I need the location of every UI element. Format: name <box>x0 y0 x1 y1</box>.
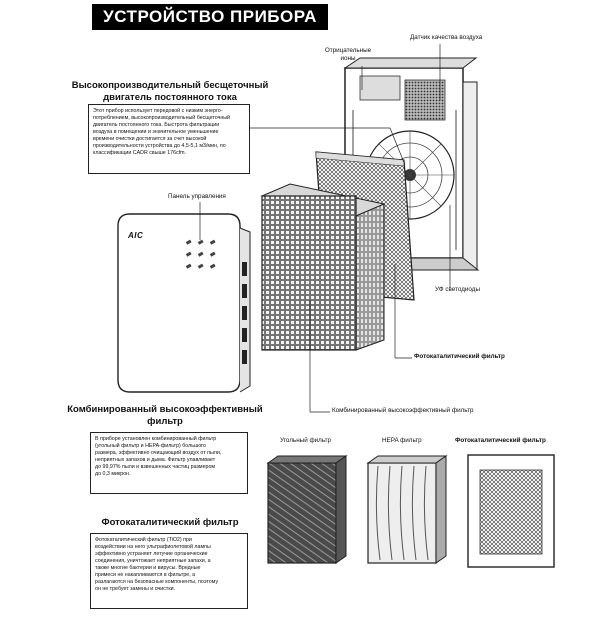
carbon-filter-image <box>268 456 346 563</box>
photo-filter-label: Фотокаталитический фильтр <box>414 353 505 361</box>
sensor-label: Датчик качества воздуха <box>410 34 482 42</box>
device-logo: AIC <box>128 231 143 240</box>
ions-label-line2: ионы <box>320 55 376 63</box>
hepa-filter-label: HEPA фильтр <box>382 437 422 445</box>
carbon-filter-label: Угольный фильтр <box>280 437 331 445</box>
photocatalytic-filter-image <box>468 455 554 567</box>
combined-filter-block <box>262 184 384 350</box>
panel-label: Панель управления <box>168 193 226 201</box>
front-panel <box>118 214 250 392</box>
ions-label-line1: Отрицательные <box>320 47 376 55</box>
combined-filter-label: Комбинированный высокоэффективный фильтр <box>332 407 473 415</box>
photo-filter-sample-label: Фотокаталитический фильтр <box>455 437 546 445</box>
hepa-filter-image <box>368 456 446 563</box>
ions-label: Отрицательные ионы <box>320 47 376 63</box>
uv-label: УФ светодиоды <box>435 286 480 294</box>
